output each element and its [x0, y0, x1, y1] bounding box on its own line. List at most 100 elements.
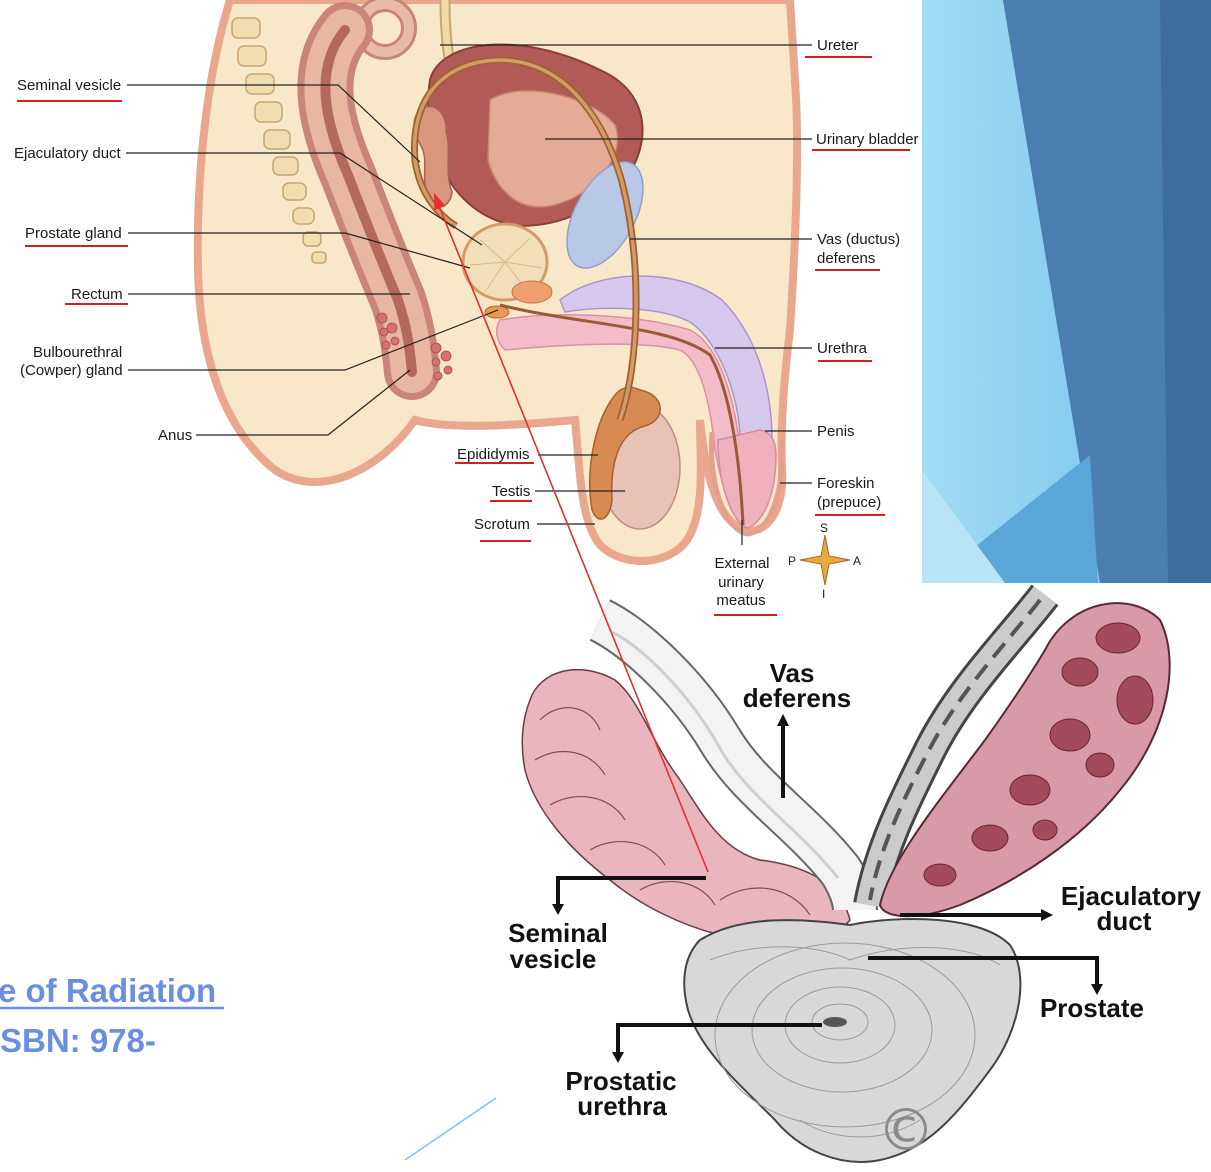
- label-scrotum: Scrotum: [474, 516, 530, 533]
- lobe-line: [539, 707, 601, 731]
- right-seminal-vesicle-chambers: [923, 622, 1154, 887]
- penis-bulb: [511, 280, 553, 304]
- chamber: [1032, 819, 1058, 841]
- bottom-labels: Vas deferens Seminal vesicle Ejaculatory…: [508, 658, 1201, 1121]
- label-vas-deferens-line1: Vas (ductus): [817, 231, 900, 248]
- chamber: [1061, 657, 1099, 687]
- vertebra: [245, 73, 275, 95]
- label-seminal-vesicle: Seminal vesicle: [17, 77, 121, 94]
- tissue-dot: [431, 357, 441, 367]
- vertebra: [231, 17, 261, 39]
- pointer-seminal-vesicle: [556, 876, 706, 906]
- leader-anus: [196, 369, 411, 436]
- vertebra: [263, 129, 291, 150]
- reference-line-2: SBN: 978-: [0, 1022, 156, 1059]
- lobe-line: [549, 796, 626, 821]
- vertebra: [272, 156, 299, 176]
- vertebra: [254, 101, 283, 123]
- label-ejaculatory-duct-line2: duct: [1097, 906, 1152, 936]
- left-vas-deferens: [590, 601, 876, 912]
- label-prostate-gland: Prostate gland: [25, 225, 122, 242]
- label-rectum: Rectum: [71, 286, 123, 303]
- vas-deferens-tube-inner: [412, 58, 638, 421]
- top-labels: Seminal vesicle Ejaculatory duct Prostat…: [14, 37, 919, 609]
- red-pointer-arrow: [434, 193, 709, 873]
- label-anus: Anus: [158, 427, 192, 444]
- label-seminal-vesicle-line1: Seminal: [508, 918, 608, 948]
- label-epididymis: Epididymis: [457, 446, 530, 463]
- lobe-line: [719, 887, 811, 916]
- prostatic-urethra-opening: [823, 1017, 847, 1027]
- label-prostatic-urethra-line1: Prostatic: [565, 1066, 676, 1096]
- vertebra: [292, 207, 315, 225]
- lobe-line: [534, 751, 606, 776]
- compass-superior: S: [820, 521, 828, 535]
- label-vas-deferens-line2: deferens: [743, 683, 851, 713]
- label-foreskin-line2: (prepuce): [817, 494, 881, 511]
- urinary-bladder-mucosa: [487, 90, 619, 208]
- tissue-dot: [381, 340, 391, 350]
- panel-light-corner: [922, 470, 1005, 583]
- tissue-dot: [390, 336, 400, 346]
- arrowhead-prostate: [1091, 984, 1103, 995]
- left-vas-deferens-shading: [611, 630, 840, 879]
- decorative-thin-line: [404, 1097, 497, 1161]
- prostate-shape: [683, 918, 1022, 1163]
- foreskin-shape: [708, 431, 785, 537]
- tissue-dot: [443, 365, 453, 375]
- label-vas-deferens-line2: deferens: [817, 250, 875, 267]
- arrowhead-ejaculatory-duct: [1041, 909, 1053, 921]
- copyright-mark: ©: [877, 1096, 935, 1164]
- label-bulbourethral-line2: (Cowper) gland: [20, 362, 123, 379]
- leader-ejaculatory-duct: [126, 152, 483, 246]
- chamber: [923, 863, 957, 887]
- label-prostatic-urethra-line2: urethra: [577, 1091, 667, 1121]
- chamber: [1049, 718, 1091, 752]
- compass-star-icon: [799, 534, 851, 586]
- tissue-dot: [376, 312, 388, 324]
- label-ureter: Ureter: [817, 37, 859, 54]
- panel-dark-strip: [1160, 0, 1211, 583]
- lobe-line: [639, 881, 716, 906]
- pointer-prostate: [868, 956, 1099, 986]
- compass-anterior: A: [853, 554, 861, 568]
- label-urethra: Urethra: [817, 340, 868, 357]
- tissue-dot: [433, 371, 443, 381]
- right-seminal-vesicle: [878, 602, 1171, 918]
- vertebra: [311, 251, 327, 264]
- orientation-compass: S P A I: [788, 521, 861, 601]
- texture-line: [799, 1119, 921, 1138]
- glans-penis: [717, 429, 777, 529]
- left-seminal-vesicle-lobes: [534, 707, 811, 916]
- vertebra: [237, 45, 267, 67]
- compass-posterior: P: [788, 554, 796, 568]
- slide-reference-text: e of Radiation SBN: 978-: [0, 972, 224, 1059]
- texture-ring: [811, 1003, 869, 1041]
- prostate-texture-rings: [709, 942, 1001, 1138]
- rectum: [297, 0, 440, 400]
- label-prostate: Prostate: [1040, 993, 1144, 1023]
- label-external-meatus-line3: meatus: [716, 592, 765, 609]
- label-external-meatus-line2: urinary: [718, 574, 764, 591]
- leader-bulbourethral: [128, 309, 499, 371]
- decorative-blue-panel: [922, 0, 1211, 583]
- texture-line: [484, 261, 529, 293]
- leader-seminal-vesicle: [127, 84, 421, 163]
- chamber: [1095, 622, 1141, 654]
- chamber: [971, 824, 1009, 852]
- red-pointer-arrowhead: [434, 193, 446, 211]
- urethra-tube: [499, 303, 745, 526]
- top-leader-lines: [126, 44, 812, 545]
- anal-sphincter-tissue: [376, 312, 453, 381]
- label-bulbourethral-line1: Bulbourethral: [33, 344, 122, 361]
- red-pointer-line: [438, 205, 709, 873]
- posterior-prostate-diagram: © Vas deferens Seminal vesicle Ejaculato…: [508, 584, 1202, 1164]
- label-vas-deferens-line1: Vas: [770, 658, 815, 688]
- chamber: [1116, 675, 1154, 725]
- panel-dark-wedge: [1003, 0, 1211, 583]
- left-seminal-vesicle: [521, 668, 851, 942]
- label-seminal-vesicle-line2: vesicle: [510, 944, 597, 974]
- tissue-dot: [430, 342, 442, 354]
